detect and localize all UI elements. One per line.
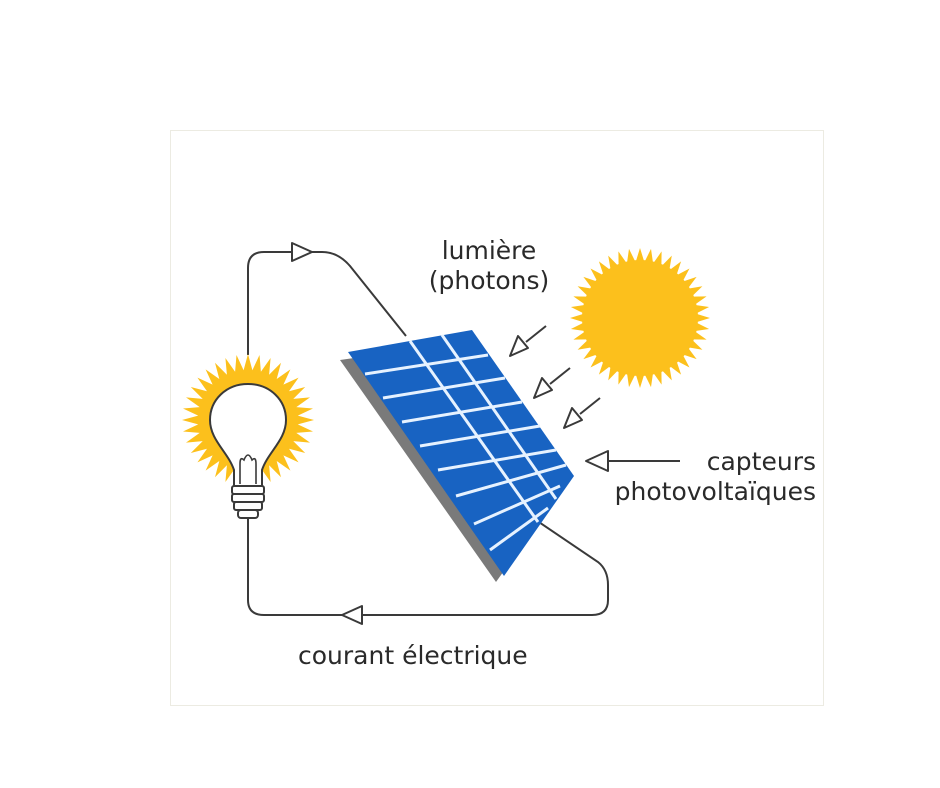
light-photons-label: lumière (photons) — [404, 236, 574, 296]
sun-icon — [570, 248, 710, 388]
sensors-label-line2: photovoltaïques — [614, 477, 816, 506]
photon-arrow-2 — [533, 377, 553, 399]
bulb-filament — [239, 454, 257, 484]
photon-arrow-1 — [509, 335, 529, 357]
light-label-line2: (photons) — [428, 266, 550, 295]
photon-arrows — [509, 325, 601, 429]
bulb-base — [231, 485, 265, 519]
sensors-label-line1: capteurs — [706, 447, 816, 476]
current-arrow-bottom — [341, 605, 363, 625]
electric-current-label: courant électrique — [298, 641, 528, 670]
panel-surface — [348, 330, 574, 576]
solar-panel-icon — [340, 330, 574, 582]
photovoltaic-sensors-label: capteurs photovoltaïques — [560, 447, 816, 507]
light-label-line1: lumière — [441, 236, 537, 265]
sun-disc — [582, 260, 698, 376]
light-bulb-icon — [182, 354, 314, 519]
current-arrow-top — [291, 242, 313, 262]
sensors-pointer — [585, 450, 680, 472]
sensors-arrow — [585, 450, 609, 472]
panel-grid — [364, 334, 567, 552]
photon-arrow-3 — [563, 407, 583, 429]
